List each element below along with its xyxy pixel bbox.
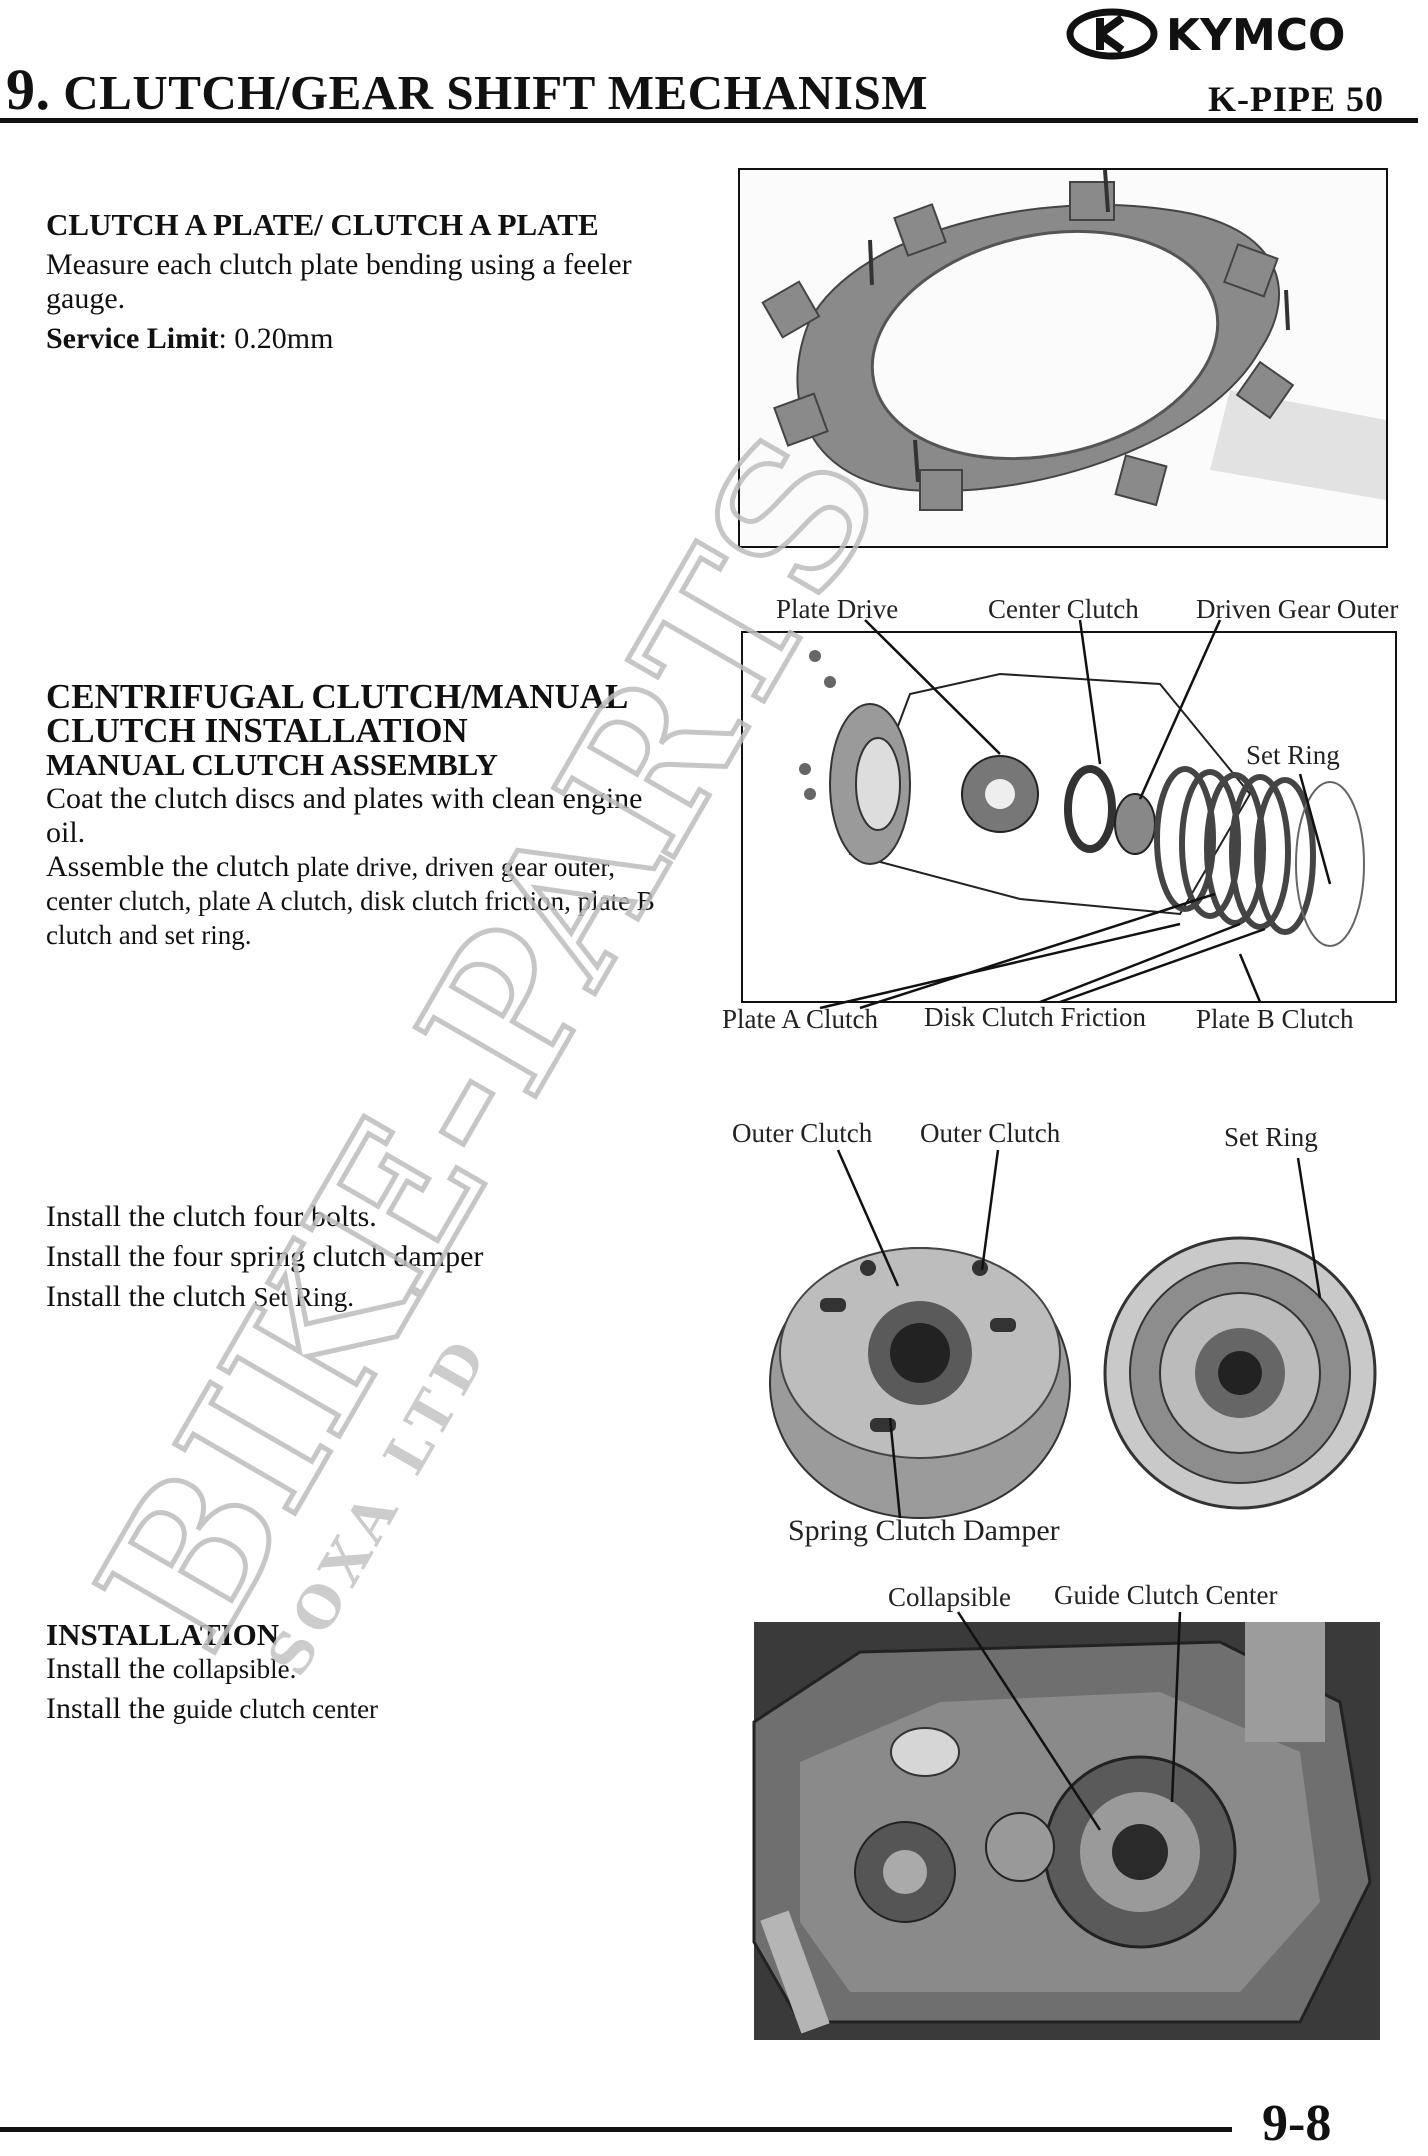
label-driven-gear-outer: Driven Gear Outer — [1196, 594, 1399, 624]
clutch-plate-photo — [738, 168, 1388, 548]
section-line-start: Assemble the clutch — [46, 850, 297, 883]
section-line-rest: plate drive, driven gear outer, center c… — [46, 852, 655, 950]
kymco-logo: KYMCO — [1066, 8, 1416, 61]
chapter-title: CLUTCH/GEAR SHIFT MECHANISM — [63, 65, 929, 120]
label-set-ring: Set Ring — [1224, 1122, 1318, 1152]
label-plate-drive: Plate Drive — [776, 594, 899, 624]
engine-case-photo: Collapsible Guide Clutch Center — [740, 1580, 1380, 2040]
label-center-clutch: Center Clutch — [988, 594, 1139, 624]
section-line: Install the clutch four bolts. — [46, 1200, 377, 1233]
section-subheading: MANUAL CLUTCH ASSEMBLY — [46, 747, 498, 782]
section-clutch-installation: CENTRIFUGAL CLUTCH/MANUAL CLUTCH INSTALL… — [46, 677, 686, 952]
service-limit-label: Service Limit — [46, 322, 219, 355]
section-line-start: Install the — [46, 1652, 173, 1685]
outer-clutch-photo: Outer Clutch Outer Clutch Set Ring Sprin… — [720, 1118, 1428, 1558]
section-line: Assemble the clutch plate drive, driven … — [46, 850, 686, 952]
label-plate-a-clutch: Plate A Clutch — [722, 1004, 879, 1034]
label-collapsible: Collapsible — [888, 1582, 1011, 1612]
section-line: Coat the clutch discs and plates with cl… — [46, 782, 643, 849]
model-name: K-PIPE 50 — [1208, 79, 1384, 119]
section-line-rest: Set Ring. — [253, 1282, 354, 1312]
label-spring-clutch-damper: Spring Clutch Damper — [788, 1514, 1060, 1547]
section-line: Install the four spring clutch damper — [46, 1240, 484, 1273]
page-number: 9-8 — [1262, 2095, 1332, 2152]
label-guide-clutch-center: Guide Clutch Center — [1054, 1580, 1278, 1610]
section-line: Install the clutch Set Ring. — [46, 1280, 686, 1314]
section-installation: INSTALLATION Install the collapsible. In… — [46, 1618, 686, 1726]
footer-rule — [0, 2127, 1232, 2132]
page-title: 9. CLUTCH/GEAR SHIFT MECHANISM — [6, 56, 928, 123]
header-rule — [0, 118, 1418, 123]
chapter-number: 9. — [6, 57, 51, 122]
label-set-ring: Set Ring — [1246, 740, 1340, 770]
section-body: Measure each clutch plate bending using … — [46, 248, 632, 315]
section-heading: CENTRIFUGAL CLUTCH/MANUAL CLUTCH INSTALL… — [46, 677, 627, 750]
clutch-exploded-diagram: Plate Drive Center Clutch Driven Gear Ou… — [720, 594, 1428, 1044]
section-clutch-plate: CLUTCH A PLATE/ CLUTCH A PLATE Measure e… — [46, 208, 686, 356]
section-clutch-bolts: Install the clutch four bolts. Install t… — [46, 1200, 686, 1314]
section-line-start: Install the clutch — [46, 1280, 254, 1313]
label-outer-clutch: Outer Clutch — [732, 1118, 873, 1148]
service-limit: Service Limit: 0.20mm — [46, 322, 686, 356]
section-heading: INSTALLATION — [46, 1617, 280, 1652]
section-heading: CLUTCH A PLATE/ CLUTCH A PLATE — [46, 207, 599, 242]
brand-text: KYMCO — [1166, 10, 1345, 60]
label-plate-b-clutch: Plate B Clutch — [1196, 1004, 1354, 1034]
section-line: Install the guide clutch center — [46, 1692, 686, 1726]
section-line-rest: collapsible. — [172, 1654, 297, 1684]
section-line: Install the collapsible. — [46, 1652, 686, 1686]
service-limit-value: : 0.20mm — [218, 322, 334, 355]
label-outer-clutch: Outer Clutch — [920, 1118, 1061, 1148]
label-disk-clutch-friction: Disk Clutch Friction — [924, 1002, 1146, 1032]
section-line-start: Install the — [46, 1692, 173, 1725]
section-line-rest: guide clutch center — [172, 1694, 379, 1724]
